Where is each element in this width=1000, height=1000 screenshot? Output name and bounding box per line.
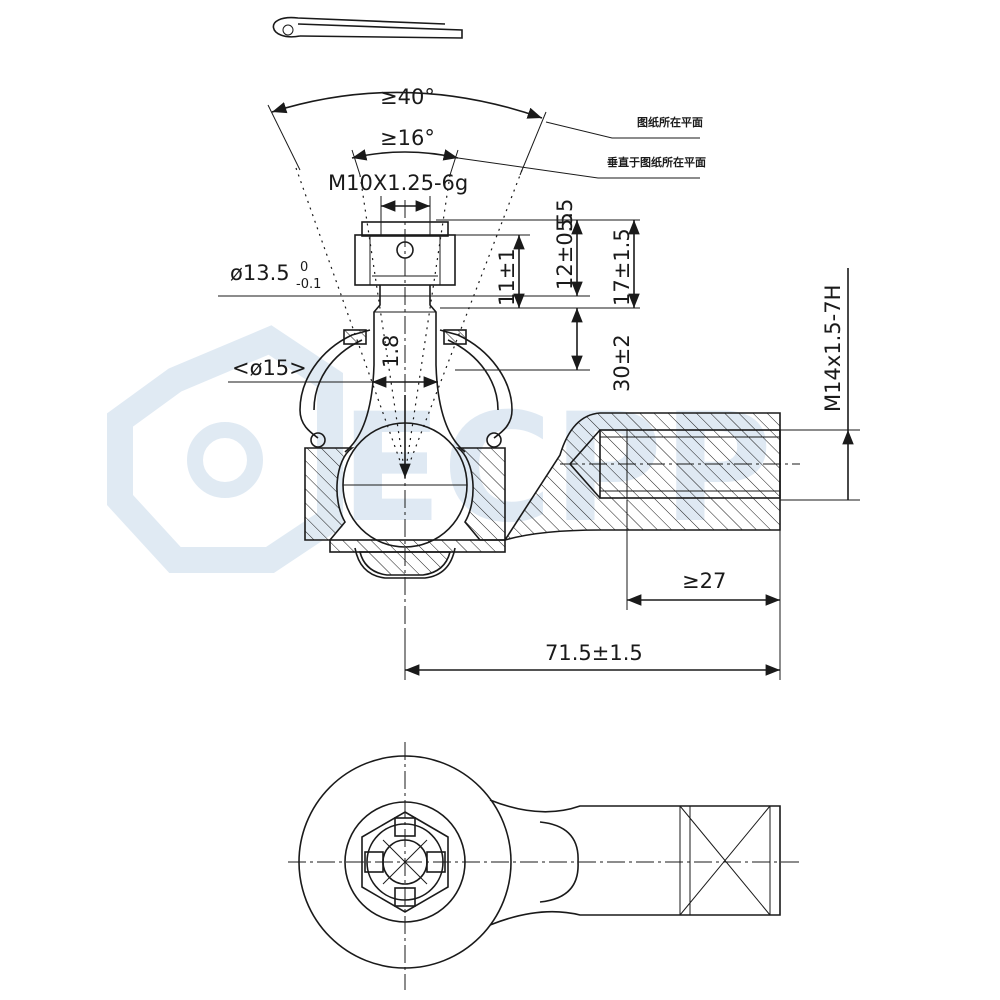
dia-13-5-lower-tol: -0.1 (296, 277, 321, 292)
dim-11: 11±1 (495, 248, 519, 306)
dia-13-5-label: ø13.5 (230, 261, 290, 285)
thread-spec-label: M10X1.25-6g (328, 171, 468, 195)
top-view (288, 742, 800, 990)
note-drawing-plane: 图纸所在平面 (637, 115, 703, 129)
height-dimensions: 11±1 12±0.5 5.5 17±1.5 30±2 1.8 (340, 199, 640, 392)
dim-30: 30±2 (610, 334, 634, 392)
angle-dimensions: ≥40° ≥16° 图纸所在平面 垂直于图纸所在平面 (267, 85, 706, 476)
angle-16-label: ≥16° (380, 126, 435, 150)
dim-27: ≥27 (682, 569, 726, 593)
note-perpendicular-plane: 垂直于图纸所在平面 (607, 155, 706, 169)
socket-housing (304, 412, 800, 579)
dim-17: 17±1.5 (610, 228, 634, 306)
dust-boot (299, 329, 513, 448)
cotter-pin (272, 16, 463, 39)
diameter-dimensions: ø13.5 0 -0.1 <ø15> (218, 260, 372, 383)
dim-1-8: 1.8 (379, 335, 403, 368)
dim-71-5: 71.5±1.5 (545, 641, 643, 665)
dim-12: 12±0.5 (553, 212, 577, 290)
thread-bore-label: M14x1.5-7H (821, 285, 845, 412)
dia-13-5-upper-tol: 0 (300, 260, 308, 275)
castle-nut (354, 221, 456, 286)
dia-15-label: <ø15> (232, 356, 307, 380)
dim-5-5: 5.5 (553, 199, 577, 232)
length-dimensions: ≥27 71.5±1.5 (404, 500, 781, 680)
female-thread-dimension: M14x1.5-7H (780, 268, 860, 501)
angle-40-label: ≥40° (380, 85, 435, 109)
